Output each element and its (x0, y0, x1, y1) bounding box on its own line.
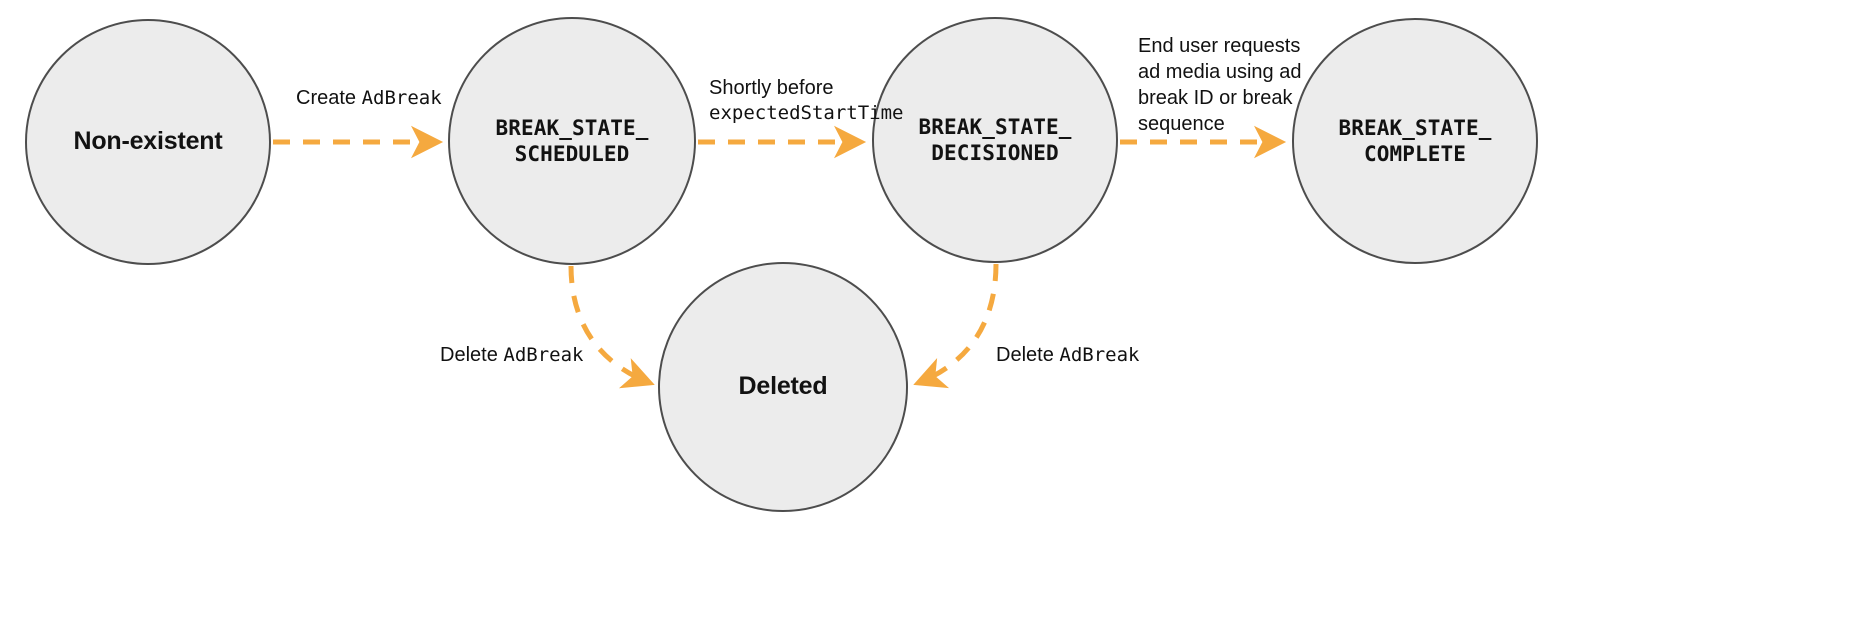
node-break-state-complete[interactable]: BREAK_STATE_ COMPLETE (1292, 18, 1538, 264)
edge-label-text: Delete (440, 344, 504, 366)
edge-label-end-user-requests-ad-media: End user requests ad media using ad brea… (1138, 33, 1301, 137)
edge-label-text: Shortly before (709, 77, 834, 99)
node-label-non-existent: Non-existent (73, 127, 223, 156)
edge-label-delete-adbreak-from-decisioned: Delete AdBreak (996, 342, 1139, 368)
edge-label-delete-adbreak-from-scheduled: Delete AdBreak (440, 342, 583, 368)
node-break-state-scheduled[interactable]: BREAK_STATE_ SCHEDULED (448, 17, 696, 265)
edge-label-text: Delete (996, 344, 1060, 366)
node-break-state-decisioned[interactable]: BREAK_STATE_ DECISIONED (872, 17, 1118, 263)
node-non-existent[interactable]: Non-existent (25, 19, 271, 265)
node-label-break-state-complete: BREAK_STATE_ COMPLETE (1338, 115, 1492, 166)
edge-label-code: AdBreak (503, 344, 584, 366)
node-deleted[interactable]: Deleted (658, 262, 908, 512)
node-label-deleted: Deleted (738, 372, 828, 401)
node-label-break-state-decisioned: BREAK_STATE_ DECISIONED (918, 114, 1072, 165)
edge-label-code: expectedStartTime (709, 102, 904, 124)
edge-label-shortly-before-expected-start-time: Shortly before expectedStartTime (709, 75, 903, 126)
node-label-break-state-scheduled: BREAK_STATE_ SCHEDULED (495, 115, 649, 166)
edge-label-text: Create (296, 87, 362, 109)
edge-label-create-adbreak: Create AdBreak (296, 85, 442, 111)
edge-label-text: break ID or break (1138, 87, 1293, 109)
edge-label-text: sequence (1138, 113, 1225, 135)
edge-label-text: End user requests (1138, 35, 1301, 57)
edge-label-code: AdBreak (1059, 344, 1140, 366)
edge-delete-adbreak-from-scheduled (568, 265, 655, 389)
edge-label-code: AdBreak (361, 87, 442, 109)
edge-label-text: ad media using ad (1138, 61, 1302, 83)
edge-delete-adbreak-from-decisioned (913, 263, 999, 389)
